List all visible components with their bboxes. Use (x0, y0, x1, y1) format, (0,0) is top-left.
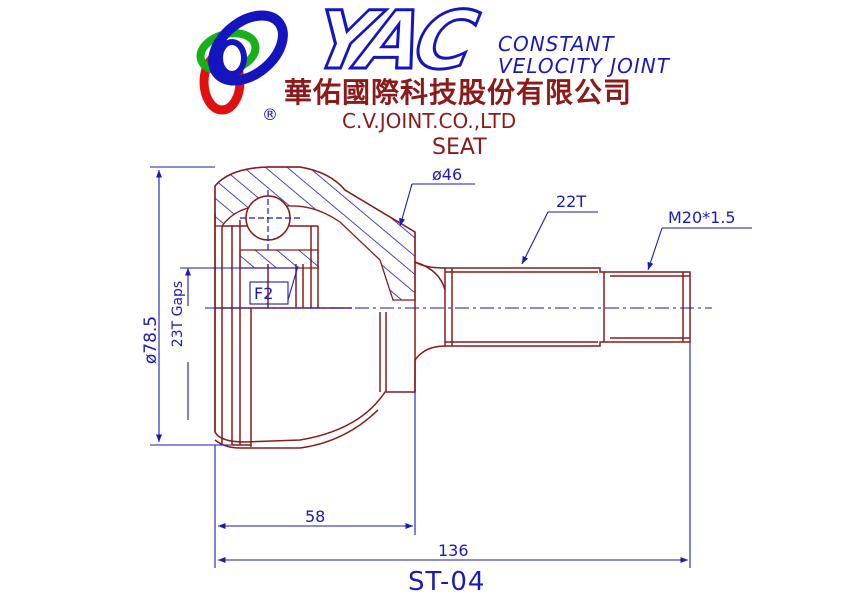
tagline-velocity-joint: VELOCITY JOINT (498, 54, 671, 78)
dimension-overall-length: 136 (438, 541, 469, 560)
dimension-bell-diameter: ø78.5 (141, 316, 161, 364)
yac-logo-icon (196, 10, 288, 115)
dimension-seal-diameter: ø46 (432, 165, 462, 184)
inner-race-hatch (239, 249, 319, 269)
registered-mark: ® (262, 105, 278, 124)
svg-text:YAC: YAC (305, 0, 485, 88)
marker-f2: F2 (254, 284, 273, 303)
dimension-lines (150, 166, 752, 568)
section-hatch (214, 166, 416, 301)
dimension-thread: M20*1.5 (668, 208, 736, 227)
dimension-inner-spline: 23T Gaps (170, 281, 186, 347)
tagline-constant: CONSTANT (498, 32, 615, 56)
part-number: ST-04 (408, 567, 485, 596)
yac-wordmark: YAC (304, 0, 487, 89)
dimension-bell-length: 58 (305, 507, 325, 526)
vehicle-make: SEAT (432, 135, 487, 160)
company-name-chinese: 華佑國際科技股份有限公司 (284, 76, 632, 109)
dimension-shaft-spline: 22T (556, 192, 586, 211)
company-name-english: C.V.JOINT.CO.,LTD (342, 109, 516, 133)
ball-bearing (240, 190, 300, 250)
